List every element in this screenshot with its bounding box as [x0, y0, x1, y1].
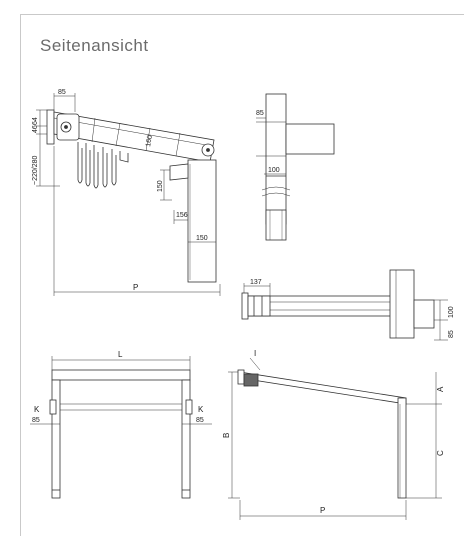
page-title: Seitenansicht	[40, 36, 149, 55]
dim-160: 160	[145, 135, 154, 148]
side-profile-drawing	[237, 369, 407, 499]
dim-100-top: 100	[448, 306, 455, 318]
dim-k-right: K	[198, 405, 204, 414]
dim-64: 64	[32, 117, 39, 125]
dim-i: I	[254, 349, 256, 358]
dim-85-post: 85	[256, 110, 264, 117]
post-detail-drawing	[256, 93, 335, 241]
dim-c: C	[436, 450, 445, 456]
dim-85-front-right: 85	[196, 417, 204, 424]
drawing-sheet	[20, 14, 464, 536]
dim-k-left: K	[34, 405, 40, 414]
dim-l: L	[118, 350, 123, 359]
top-view-drawing	[241, 269, 435, 339]
front-view-drawing	[49, 369, 193, 499]
dim-p-profile: P	[320, 506, 325, 515]
dim-46: 46	[32, 125, 39, 133]
dim-220-280: ~220/280	[32, 156, 39, 185]
dim-100-post: 100	[268, 167, 280, 174]
dim-85-front-left: 85	[32, 417, 40, 424]
dim-150-vertical: 150	[157, 180, 164, 192]
dim-137: 137	[250, 279, 262, 286]
dim-a: A	[436, 386, 445, 392]
dim-150-horizontal: 150	[196, 235, 208, 242]
dim-p-side: P	[133, 283, 138, 292]
side-view-drawing	[46, 109, 217, 283]
dim-b: B	[222, 433, 231, 438]
dim-85-top: 85	[58, 89, 66, 96]
dim-85-top-view: 85	[448, 330, 455, 338]
dim-156: 156	[176, 212, 188, 219]
